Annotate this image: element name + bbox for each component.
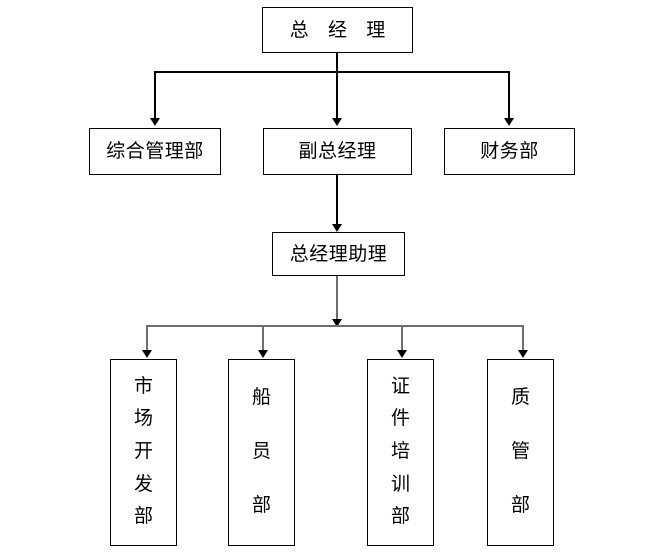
edge-assistant-stem-down (336, 276, 338, 325)
arrowhead-admin (150, 118, 160, 126)
edge-drop-finance (508, 71, 510, 119)
node-char: 训 (390, 473, 410, 495)
node-crew-dept[interactable]: 船 员 部 (228, 359, 295, 546)
node-char: 培 (390, 440, 410, 462)
node-char: 场 (133, 408, 153, 430)
arrowhead-crew (258, 350, 268, 358)
edge-drop-market-dev (146, 325, 148, 352)
node-char: 部 (510, 495, 530, 517)
arrowhead-deputy-gm (332, 118, 342, 126)
edge-drop-crew (262, 325, 264, 352)
edge-drop-deputy-gm (336, 71, 338, 119)
edge-deputy-to-assistant (336, 175, 338, 228)
arrowhead-finance (504, 118, 514, 126)
node-char: 员 (251, 440, 271, 462)
node-char: 质 (510, 386, 530, 408)
arrowhead-market-dev (142, 350, 152, 358)
node-char: 管 (510, 440, 530, 462)
node-quality-management-dept[interactable]: 质 管 部 (487, 359, 554, 546)
arrowhead-gm-assistant (332, 224, 342, 232)
node-market-development-dept[interactable]: 市 场 开 发 部 (110, 359, 177, 546)
node-certificate-training-dept[interactable]: 证 件 培 训 部 (367, 359, 434, 546)
edge-drop-quality-mgmt (522, 325, 524, 352)
arrowhead-quality-mgmt (518, 350, 528, 358)
node-char: 部 (251, 495, 271, 517)
node-char: 证 (390, 375, 410, 397)
node-comprehensive-management-dept[interactable]: 综合管理部 (89, 128, 221, 175)
node-char: 发 (133, 473, 153, 495)
node-char: 市 (133, 375, 153, 397)
node-gm-assistant[interactable]: 总经理助理 (272, 232, 405, 276)
edge-drop-cert-training (401, 325, 403, 352)
node-char: 件 (390, 408, 410, 430)
node-deputy-general-manager[interactable]: 副总经理 (263, 128, 412, 175)
edge-level2-bus (154, 71, 509, 73)
node-finance-dept[interactable]: 财务部 (444, 128, 575, 175)
node-char: 开 (133, 440, 153, 462)
edge-gm-stem-down (336, 53, 338, 72)
node-label-general-manager: 总 经 理 (289, 19, 393, 41)
node-label-deputy-general-manager: 副总经理 (298, 141, 377, 162)
edge-drop-admin (154, 71, 156, 119)
arrowhead-cert-training (397, 350, 407, 358)
node-char: 船 (251, 386, 271, 408)
node-label-gm-assistant: 总经理助理 (289, 243, 388, 265)
node-char: 部 (133, 506, 153, 528)
node-char: 部 (390, 506, 410, 528)
node-label-finance-dept: 财务部 (480, 141, 539, 162)
node-label-comprehensive-management-dept: 综合管理部 (106, 141, 204, 162)
edge-level4-bus (146, 325, 523, 327)
arrowhead-into-level4-bus (332, 319, 342, 327)
node-general-manager[interactable]: 总 经 理 (262, 7, 413, 53)
